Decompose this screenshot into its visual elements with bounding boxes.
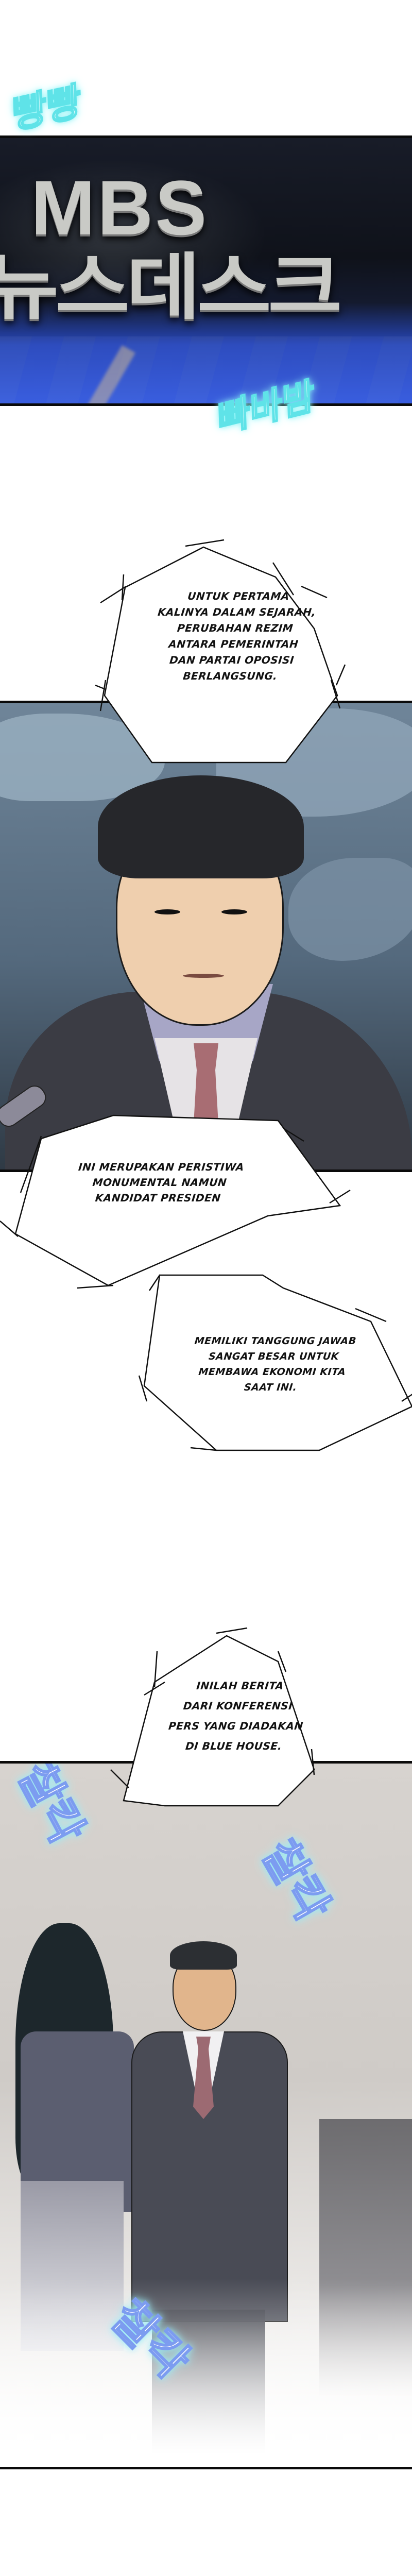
man-hair (170, 1941, 237, 1970)
anchor-mouth (183, 974, 224, 978)
panel-news-anchor (0, 701, 412, 1172)
anchor-hair (98, 775, 304, 878)
spiky-bubble-outline-icon (138, 1274, 412, 1451)
studio-glow (0, 159, 268, 313)
logo-reflection (0, 336, 412, 403)
panel-news-logo: MBS 뉴스데스크 (0, 135, 412, 406)
panel-blue-house: 찰칵 찰칵 (0, 1761, 412, 2469)
speech-bubble-3: MEMILIKI TANGGUNG JAWAB SANGAT BESAR UNT… (129, 1273, 412, 1463)
world-map-land-3 (288, 858, 412, 961)
speech-bubble-1: UNTUK PERTAMA KALINYA DALAM SEJARAH, PER… (85, 526, 379, 764)
sfx-bang-bang-top: 빵빵 (11, 78, 82, 139)
bubble-4-text: INILAH BERITA DARI KONFERENSI PERS YANG … (167, 1680, 304, 1752)
spiky-bubble-outline-icon (110, 1627, 315, 1807)
spiky-bubble-outline-icon (0, 1114, 351, 1289)
anchor-eye-right (221, 909, 247, 914)
spiky-bubble-outline-icon (95, 539, 346, 764)
sfx-camera-click-1: 찰칵 (8, 1761, 95, 1853)
speech-bubble-4: INILAH BERITA DARI KONFERENSI PERS YANG … (108, 1600, 376, 1816)
news-logo-title: MBS (31, 164, 209, 251)
news-logo-subtitle: 뉴스데스크 (0, 247, 342, 328)
bubble-2-text: INI MERUPAKAN PERISTIWA MONUMENTAL NAMUN… (78, 1161, 245, 1204)
anchor-eye-left (154, 909, 180, 914)
bubble-1-text: UNTUK PERTAMA KALINYA DALAM SEJARAH, PER… (157, 590, 317, 682)
bubble-3-text: MEMILIKI TANGGUNG JAWAB SANGAT BESAR UNT… (194, 1335, 357, 1393)
camera-flash-glow (0, 2279, 412, 2467)
sfx-camera-click-2: 찰칵 (251, 1831, 340, 1931)
speech-bubble-2: INI MERUPAKAN PERISTIWA MONUMENTAL NAMUN… (0, 1113, 355, 1298)
